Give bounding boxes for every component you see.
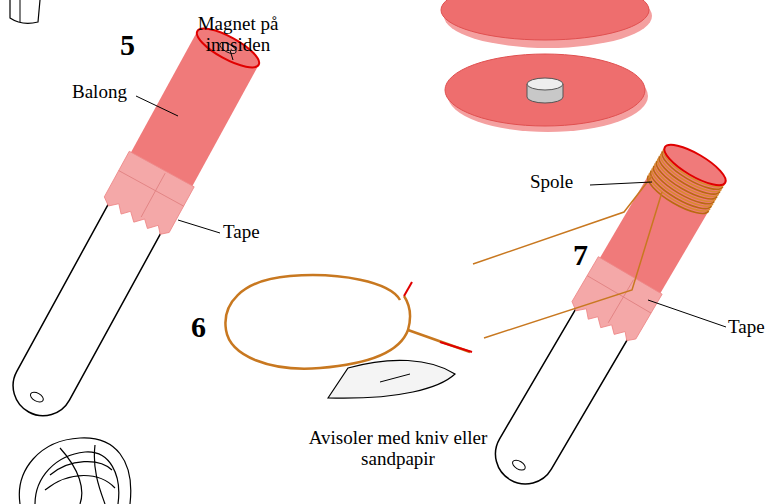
wire: [484, 192, 662, 338]
callout-number: 7: [563, 238, 598, 271]
partial-part-edge: [20, 0, 21, 22]
wire-loop: [225, 275, 472, 368]
test-tube-7: [478, 137, 732, 499]
leader-lines: [136, 50, 726, 327]
knife: [328, 360, 455, 398]
callout-number: 5: [110, 28, 145, 61]
partial-part: [10, 0, 40, 23]
part-label: Balong: [72, 82, 142, 103]
part-label: Tape: [728, 317, 778, 338]
part-label: Magnet på innsiden: [182, 14, 294, 56]
wire-ball: [19, 438, 130, 504]
balloon-discs: [441, 0, 652, 132]
callout-number: 6: [181, 310, 216, 343]
part-label: Tape: [223, 222, 278, 243]
instruction-note: Avisoler med kniv eller sandpapir: [288, 428, 508, 470]
part-label: Spole: [530, 172, 590, 193]
